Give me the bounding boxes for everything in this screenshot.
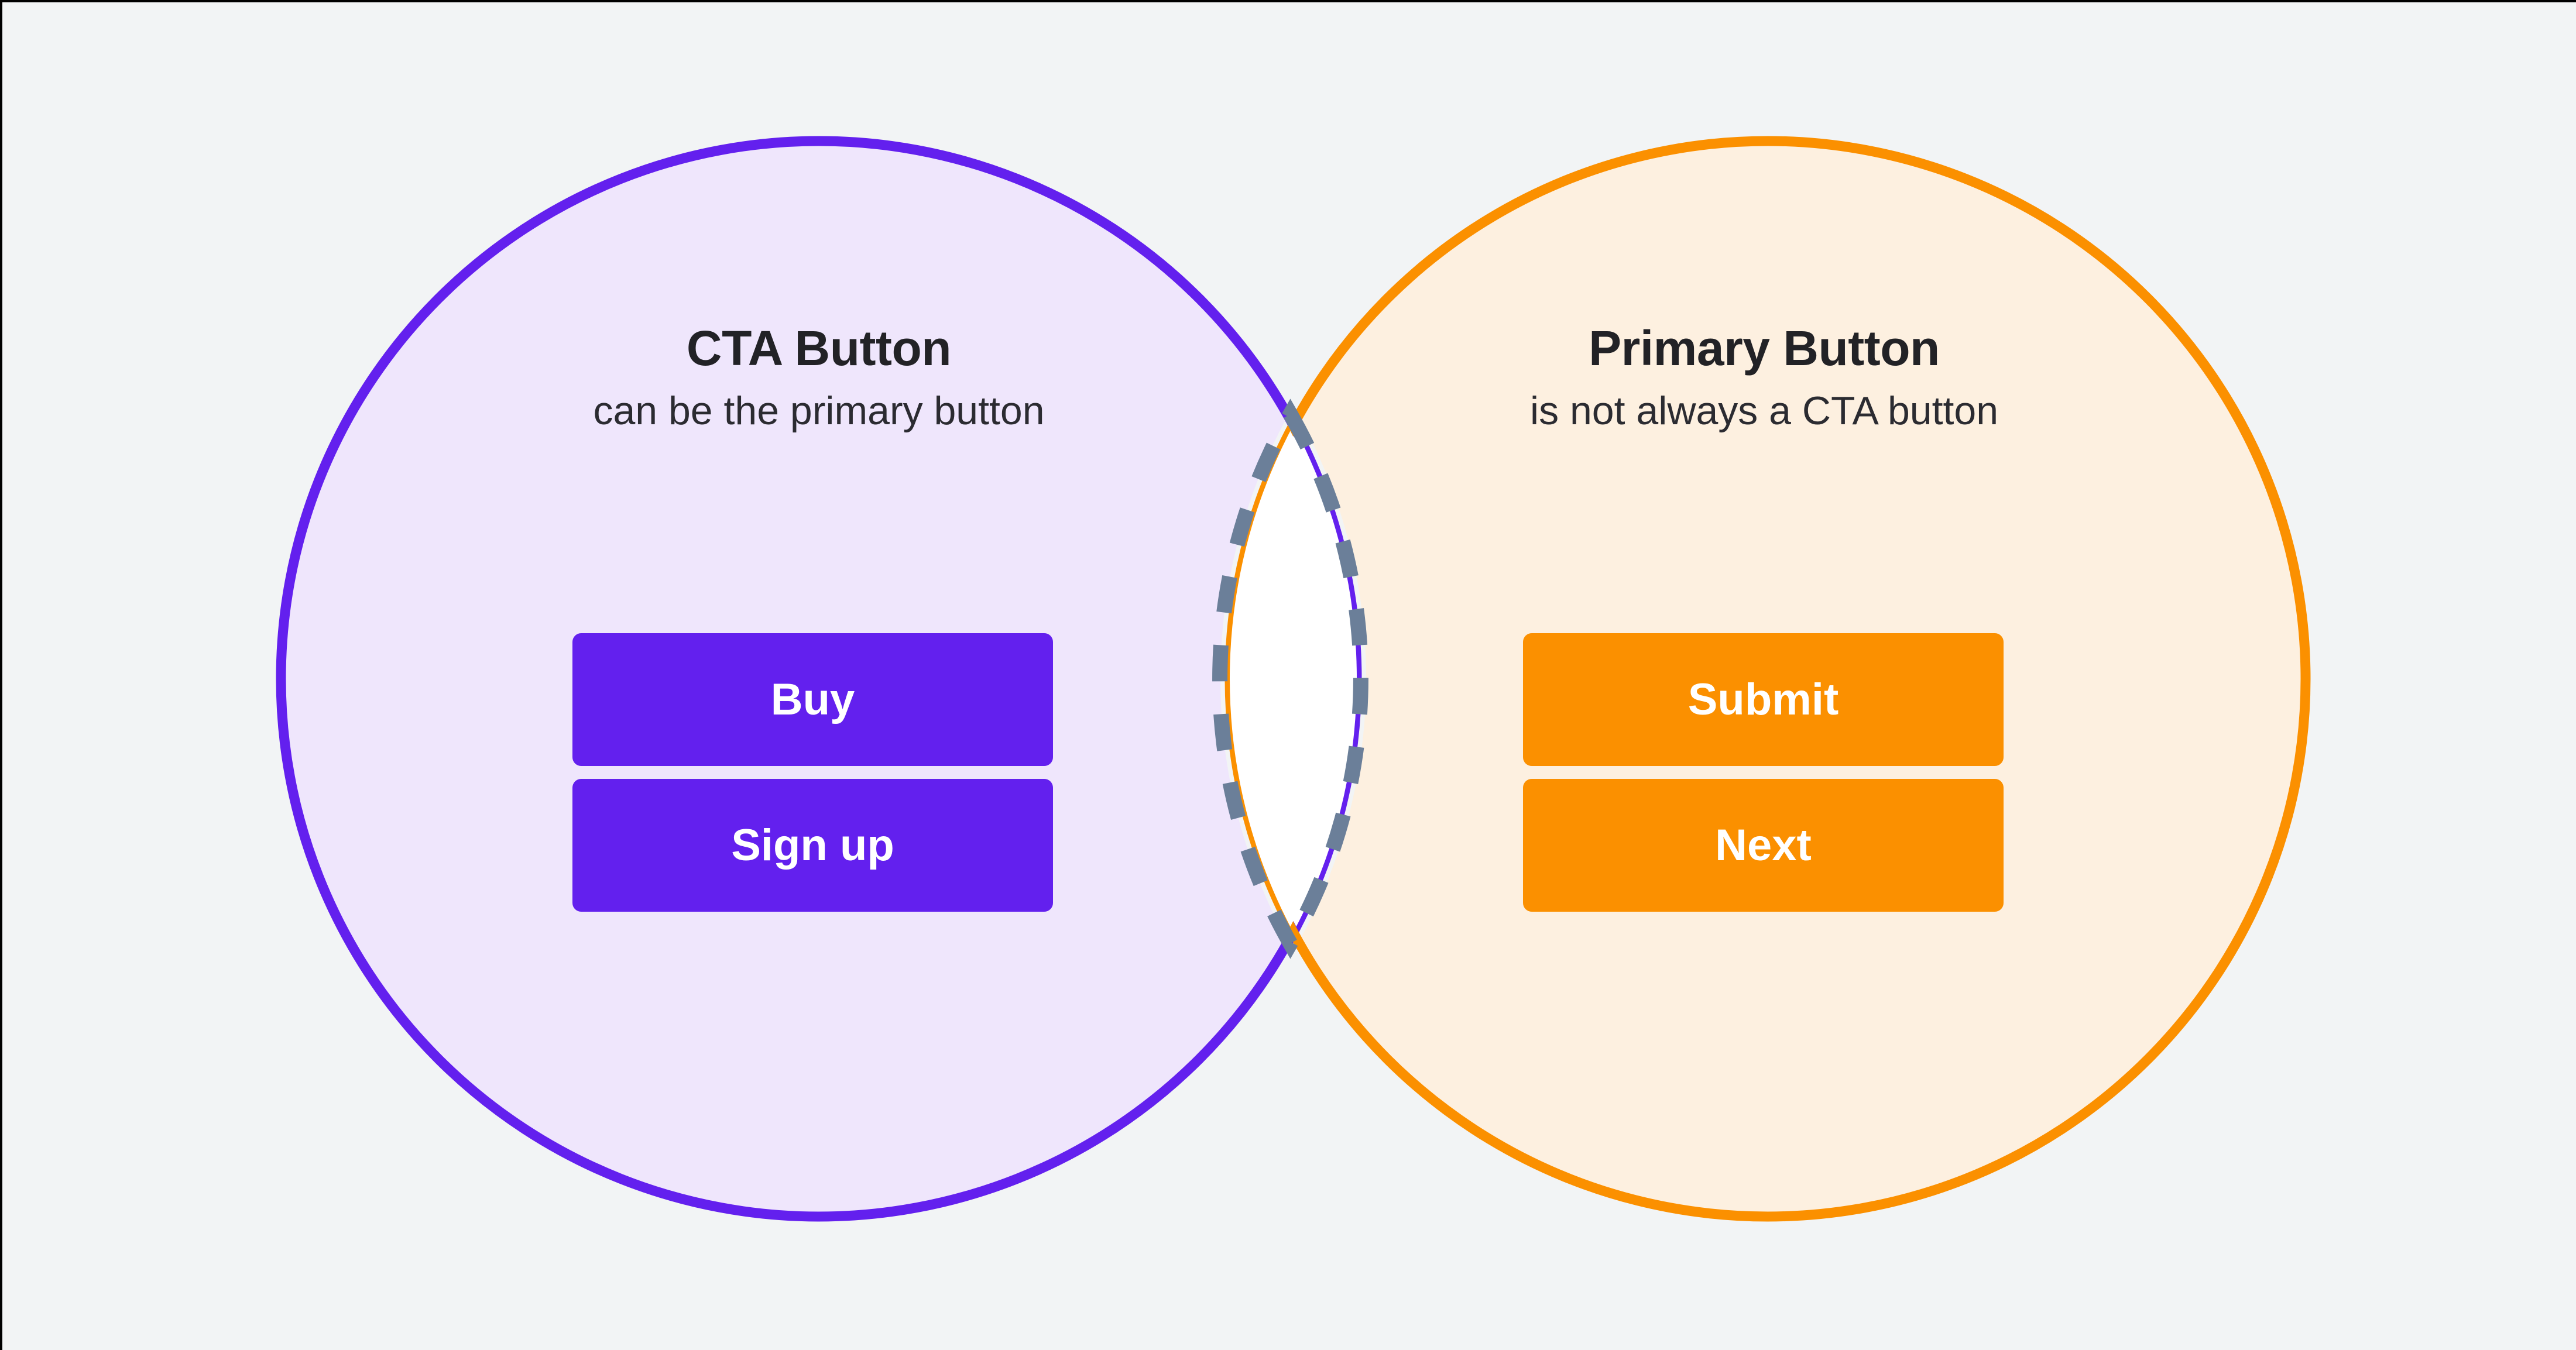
button-list-primary-button: Submit Next	[1523, 633, 2004, 912]
button-next[interactable]: Next	[1523, 779, 2004, 912]
button-list-cta-button: Buy Sign up	[572, 633, 1053, 912]
button-buy[interactable]: Buy	[572, 633, 1053, 766]
button-submit[interactable]: Submit	[1523, 633, 2004, 766]
intersection-dashed-outline	[1212, 399, 1368, 959]
button-sign-up[interactable]: Sign up	[572, 779, 1053, 912]
